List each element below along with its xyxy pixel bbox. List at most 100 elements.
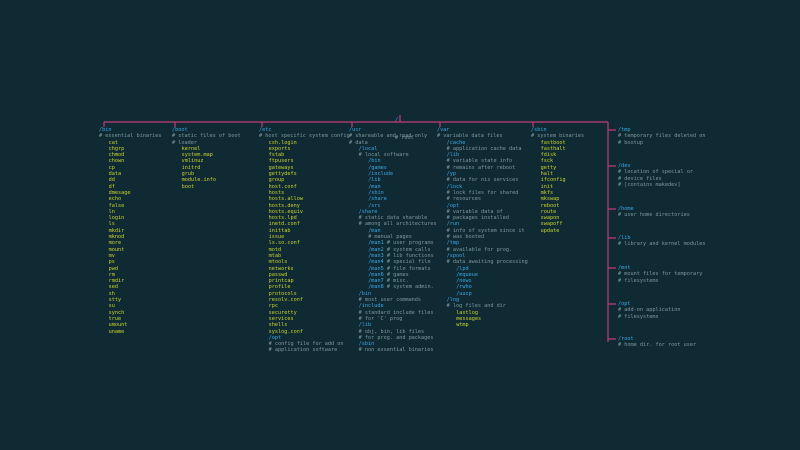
comment-text: # manual pages [368,234,412,241]
tree-line: sh [99,291,161,297]
directory-name: /lib [446,152,460,159]
directory-name: /src [368,202,381,209]
tree-line: /games [349,165,437,171]
tree-line: sed [99,284,161,290]
file-name: printcap [268,278,294,285]
comment-text: # temporary files deleted on [618,133,706,140]
tree-line: fsck [531,158,584,164]
comment-text: # user programs [383,240,434,247]
file-name: false [108,202,125,209]
tree-line: df [99,184,161,190]
file-name: passwd [268,271,288,278]
tree-line: true [99,316,161,322]
tree-line: /man3 # lib functions [349,253,437,259]
tree-line: # variable data files [437,133,528,139]
tree-line: /spool [437,253,528,259]
file-name: hosts.deny [268,202,300,209]
file-name: cat [108,139,118,146]
directory-name: /man7 [368,278,384,285]
tree-line: # remains after reboot [437,165,528,171]
file-name: host.conf [268,183,297,190]
file-name: swapoff [540,221,563,228]
tree-line: /man5 # file formats [349,266,437,272]
file-name: halt [540,171,554,178]
file-name: data [108,171,122,178]
tree-line: motd [259,247,350,253]
tree-line: mount [99,247,161,253]
directory-name: /mqueue [456,271,479,278]
comment-text: # remains after reboot [446,164,516,171]
comment-text: # local software [358,152,409,159]
tree-line: initrd [172,165,241,171]
file-name: fdisk [540,152,557,159]
tree-line: # resources [437,196,528,202]
directory-name: /opt [268,334,282,341]
tree-line: false [99,203,161,209]
tree-line: halt [531,171,584,177]
tree-line: pwd [99,266,161,272]
comment-text: # file formats [383,265,431,272]
file-name: hosts.allow [268,196,303,203]
tree-line: /share [349,196,437,202]
tree-line: su [99,303,161,309]
tree-line: rm [99,272,161,278]
tree-line: profile [259,284,350,290]
tree-line: # obj, bin, lib files [349,329,437,335]
right-entry-dev: /dev# location of special or# device fil… [618,163,693,188]
file-name: lastlog [456,309,479,316]
directory-name: /tmp [446,240,460,247]
tree-line: /rwho [437,284,528,290]
file-name: pwd [108,265,118,272]
tree-line: # most user commands [349,297,437,303]
directory-name: /dev [618,163,631,169]
directory-name: /cache [446,139,466,146]
directory-name: /man8 [368,284,384,291]
tree-line: # application cache data [437,146,528,152]
tree-line: fdisk [531,152,584,158]
file-name: swapon [540,215,560,222]
file-name: sed [108,284,118,291]
tree-line: gettydefs [259,171,350,177]
file-name: mkfs [540,189,554,196]
file-name: chmod [108,152,125,159]
file-name: chgrp [108,145,125,152]
file-name: init [540,183,554,190]
tree-line: gateways [259,165,350,171]
tree-line: /lib [349,177,437,183]
comment-text: # filesystems [618,277,659,284]
file-name: inetd.conf [268,221,300,228]
comment-text: # standard include files [358,309,434,316]
comment-text: # essential binaries [99,133,162,140]
tree-line: # data [349,140,437,146]
file-name: gateways [268,164,294,171]
tree-line: /news [437,278,528,284]
comment-text: # games [383,271,409,278]
tree-line: swapon [531,215,584,221]
tree-line: /mqueue [437,272,528,278]
right-entry-root: /root# home dir. for root user [618,336,696,349]
comment-text: # log files and dir [446,303,506,310]
comment-text: # lib functions [383,252,434,259]
file-name: hosts.equiv [268,208,303,215]
tree-line: resolv.conf [259,297,350,303]
file-name: messages [456,315,482,322]
tree-line: host.conf [259,184,350,190]
tree-line: syslog.conf [259,329,350,335]
tree-line: rmdir [99,278,161,284]
file-name: vmlinuz [181,158,204,165]
directory-name: /lib [618,235,631,241]
directory-name: /lib [368,177,381,184]
tree-line: # host specific system config [259,133,350,139]
file-name: update [540,227,560,234]
file-name: csh.login [268,139,297,146]
file-name: mkswap [540,196,560,203]
comment-text: # for prog. and packages [358,334,434,341]
tree-line: /man [349,228,437,234]
tree-line: # system binaries [531,133,584,139]
comment-text: # loader [172,139,197,146]
tree-line: # info of system since it [437,228,528,234]
tree-line: # local software [349,152,437,158]
directory-name: /rwho [456,284,472,291]
